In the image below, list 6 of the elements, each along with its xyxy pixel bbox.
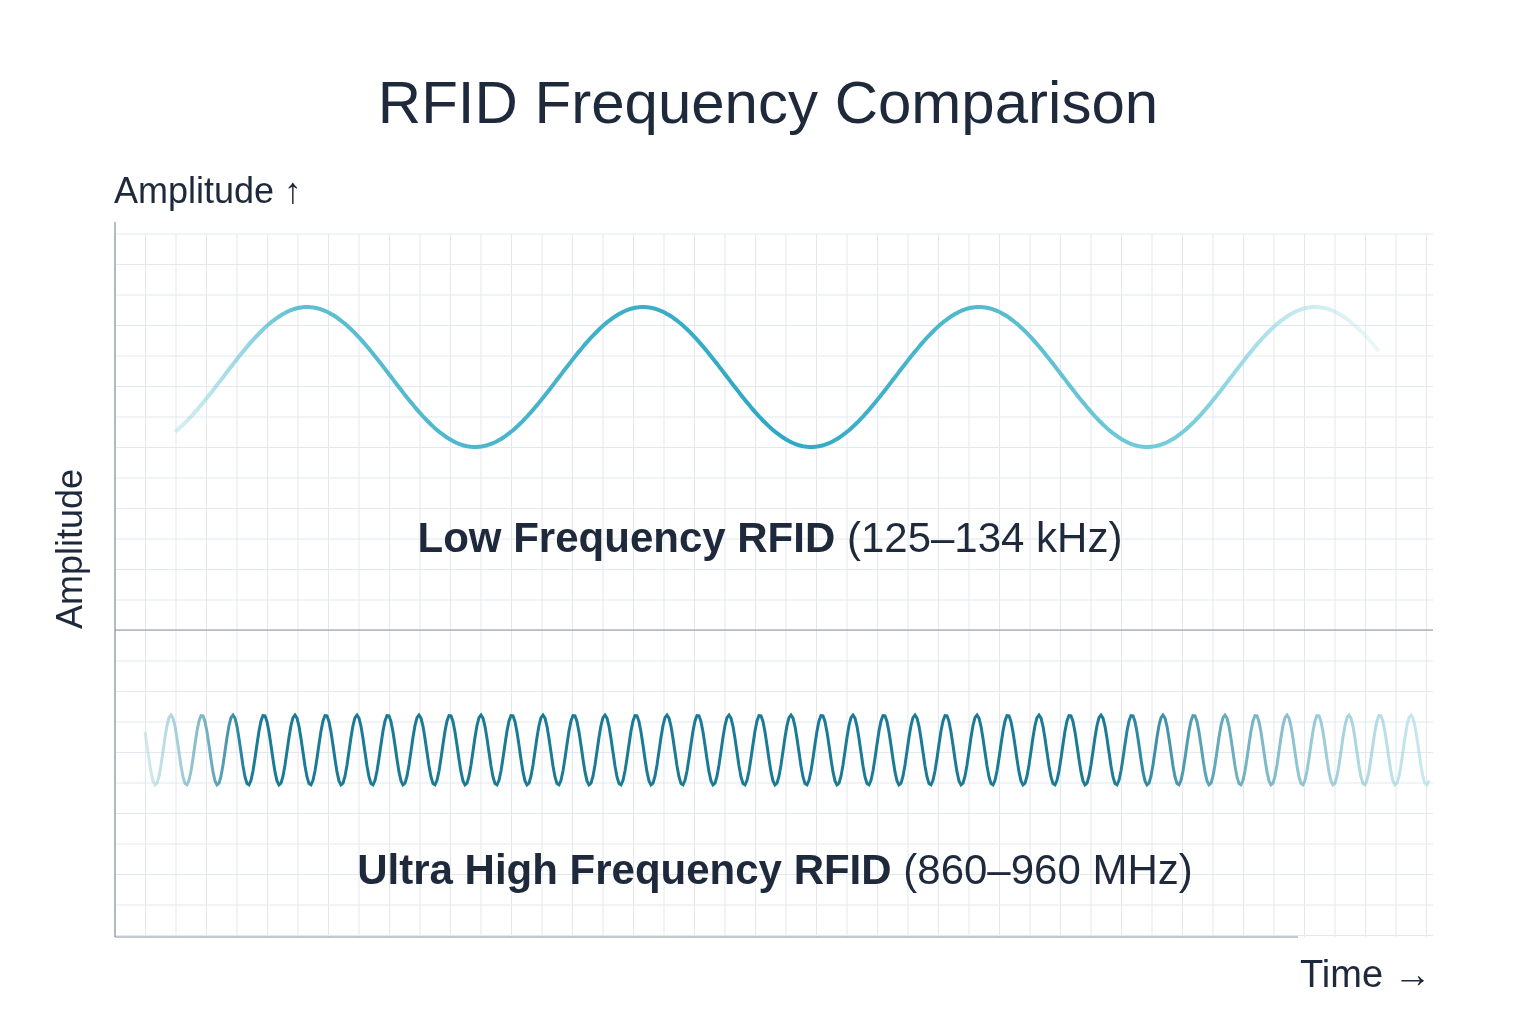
- axis-label: Amplitude: [48, 469, 91, 629]
- wave-caption: Low Frequency RFID (125–134 kHz): [416, 513, 1124, 563]
- chart-title: RFID Frequency Comparison: [376, 68, 1160, 138]
- axis-label: Time →: [1300, 952, 1432, 997]
- wave-caption: Ultra High Frequency RFID (860–960 MHz): [356, 845, 1194, 895]
- axis-label: Amplitude ↑: [114, 169, 303, 213]
